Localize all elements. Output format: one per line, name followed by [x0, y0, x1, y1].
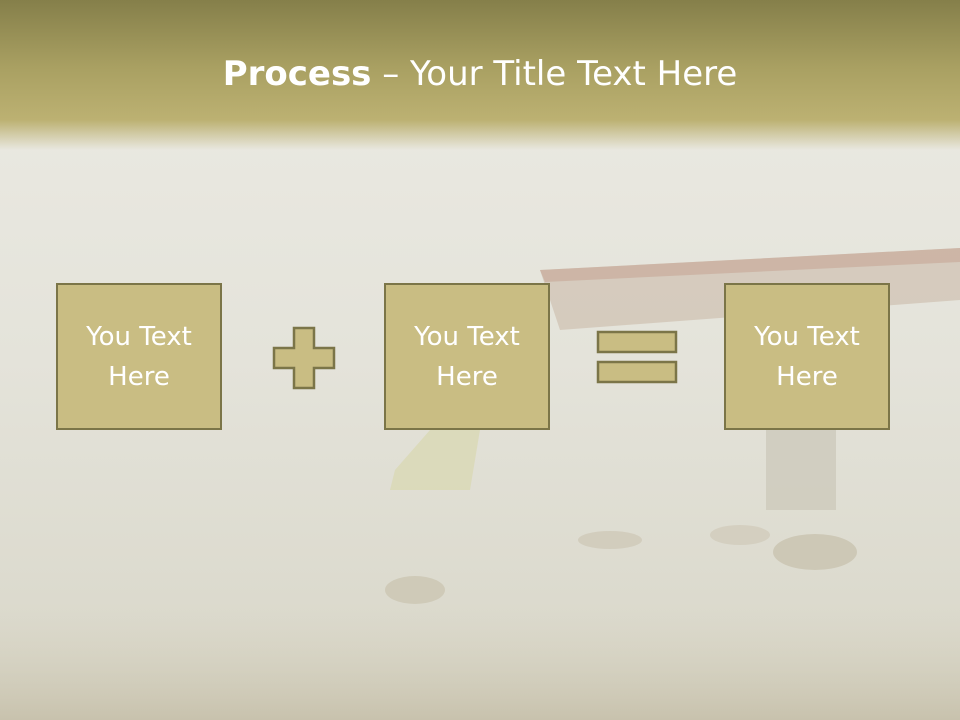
title-rest: – Your Title Text Here [371, 54, 738, 94]
plus-icon [272, 326, 336, 390]
title-bold: Process [222, 54, 372, 94]
header-band [0, 0, 960, 150]
text-box-3-label: You Text Here [754, 321, 860, 392]
text-box-1-label: You Text Here [86, 321, 192, 392]
text-box-2[interactable]: You Text Here [384, 283, 550, 430]
text-box-1[interactable]: You Text Here [56, 283, 222, 430]
equals-icon [596, 330, 678, 384]
text-box-3[interactable]: You Text Here [724, 283, 890, 430]
text-box-2-label: You Text Here [414, 321, 520, 392]
slide-title: Process – Your Title Text Here [0, 52, 960, 96]
